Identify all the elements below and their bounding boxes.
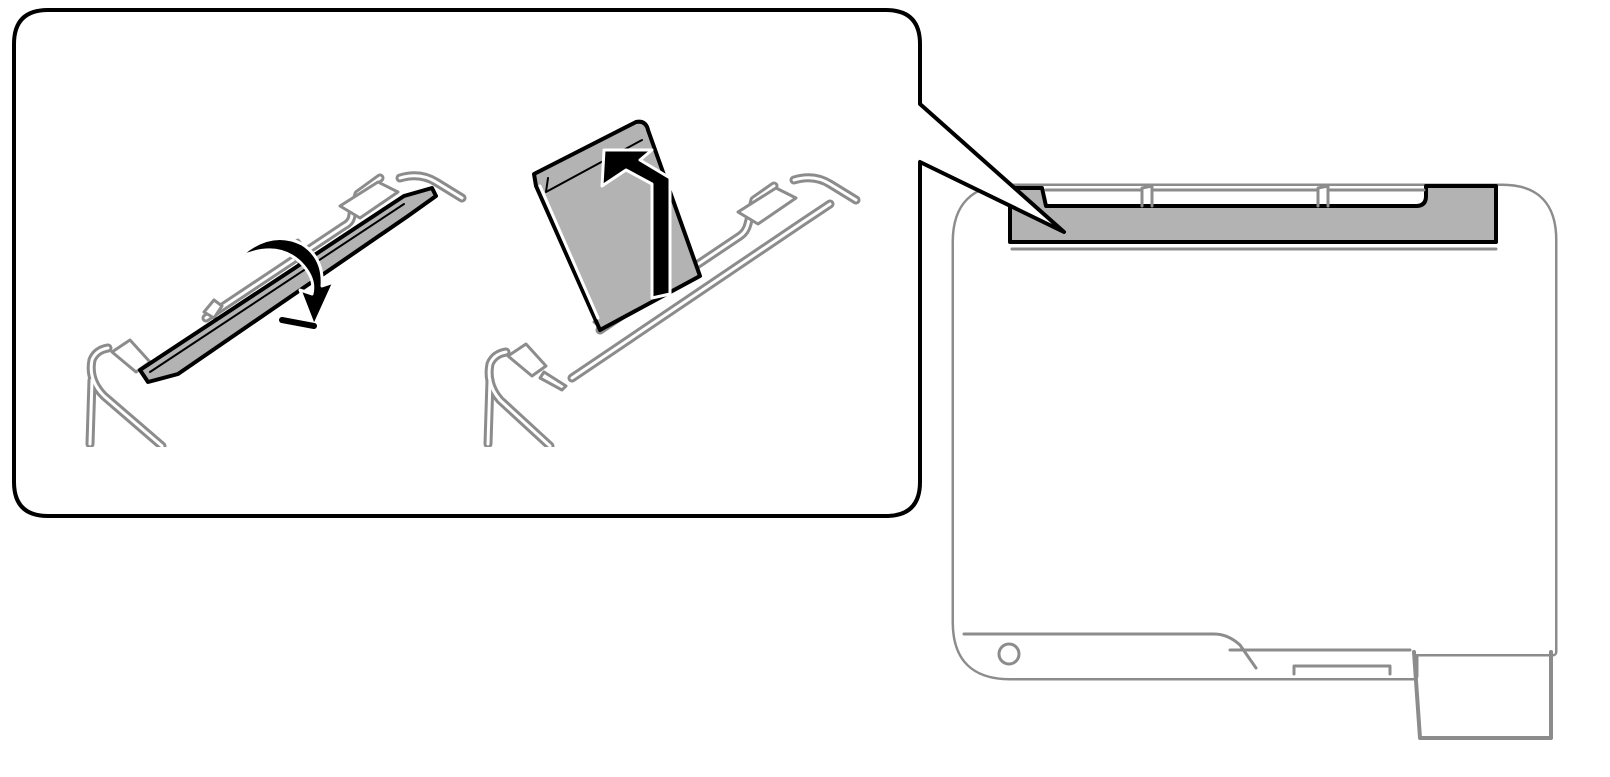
paper-support-highlight [538,184,600,320]
feeder-guard-edge [149,203,405,373]
ink-tank-unit [1412,650,1553,740]
callout-border [12,8,1066,518]
curved-rotate-arrow-icon [236,236,336,329]
printer-body-inner [954,186,1555,678]
up-arrow-icon [600,148,672,300]
feeder-tab-left [1140,184,1154,208]
feeder-guard-bar [138,186,438,384]
step-1-illustration [85,171,467,447]
output-slot [1292,664,1392,676]
printer-top-view [951,183,1558,740]
front-panel-edge [962,632,1258,670]
rear-feeder-highlight [1008,184,1498,244]
feeder-tab-right [1316,184,1330,208]
power-button-icon [997,642,1021,666]
callout-bubble [12,8,1066,518]
